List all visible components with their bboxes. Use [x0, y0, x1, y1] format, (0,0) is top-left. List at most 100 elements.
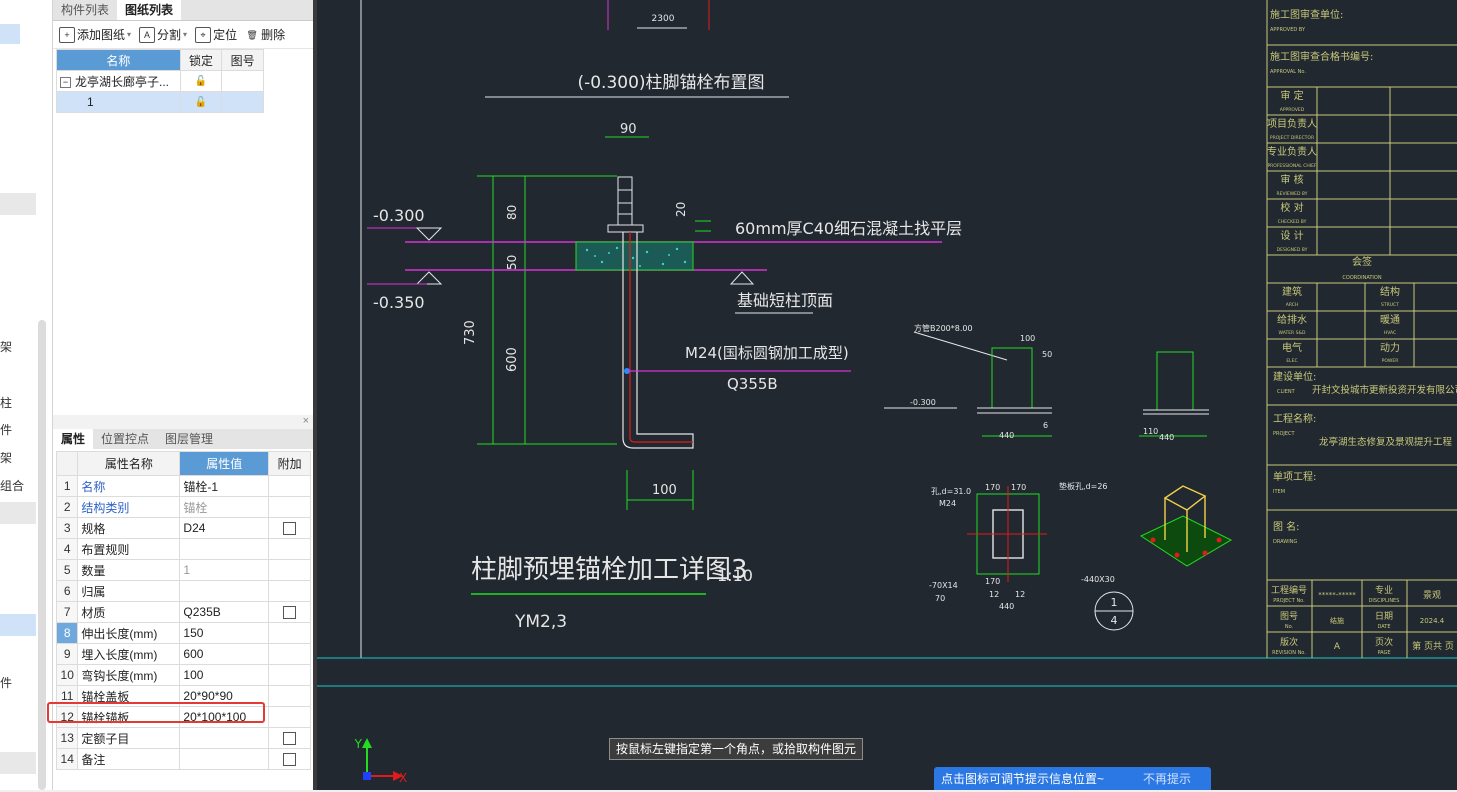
- row-index: 9: [55, 643, 79, 665]
- property-value[interactable]: Q235B: [179, 601, 270, 623]
- plate-label: -440X30: [1081, 575, 1115, 584]
- strip-row-a[interactable]: [0, 502, 36, 524]
- tb-project-label: 工程名称:: [1273, 412, 1316, 425]
- attach-checkbox[interactable]: [283, 522, 297, 536]
- add-drawing-button[interactable]: + 添加图纸 ▾: [57, 26, 133, 43]
- property-value[interactable]: [179, 748, 270, 770]
- chevron-down-icon[interactable]: ▾: [127, 30, 132, 39]
- elev-triangle: [415, 271, 443, 285]
- tb-signoff-en: DESIGNED BY: [1277, 247, 1308, 253]
- property-value[interactable]: 锚栓-1: [179, 475, 270, 497]
- unlock-icon[interactable]: 🔓: [179, 91, 223, 113]
- split-label: 分割: [157, 28, 182, 42]
- delete-button[interactable]: 🗑 删除: [243, 26, 287, 43]
- cad-canvas[interactable]: 2300 (-0.300)柱脚锚栓布置图 90 80 50 730 600 -0…: [317, 0, 1457, 790]
- detail-scale: 1:10: [717, 566, 753, 585]
- col-prop-value[interactable]: 属性值: [179, 451, 270, 476]
- property-value[interactable]: 150: [179, 622, 270, 644]
- small-dim: 440: [1159, 433, 1174, 442]
- trash-icon: 🗑: [246, 29, 258, 40]
- table-row[interactable]: −龙亭湖长廊亭子... 🔓: [56, 70, 264, 92]
- unlock-icon[interactable]: 🔓: [179, 70, 223, 92]
- property-value[interactable]: 1: [179, 559, 270, 581]
- locate-icon: ⌖: [195, 26, 212, 43]
- collapse-icon[interactable]: −: [60, 76, 71, 88]
- plan-title: (-0.300)柱脚锚栓布置图: [577, 73, 764, 93]
- property-name: 归属: [77, 580, 181, 602]
- row-index: 2: [55, 496, 79, 518]
- strip-row-b[interactable]: [0, 614, 36, 636]
- tb-approval-en: APPROVAL No.: [1270, 69, 1306, 75]
- small-dim: 110: [1143, 427, 1158, 436]
- tb-client-label: 建设单位:: [1273, 370, 1316, 383]
- property-name: 数量: [77, 559, 181, 581]
- close-icon[interactable]: ×: [302, 415, 309, 427]
- drawing-toolbar: + 添加图纸 ▾ A 分割 ▾ ⌖ 定位 🗑 删除: [53, 21, 313, 49]
- tab-component-list[interactable]: 构件列表: [61, 3, 110, 17]
- attach-checkbox[interactable]: [283, 732, 297, 746]
- cover-plate: [607, 224, 644, 233]
- hint-notice-bar[interactable]: 点击图标可调节提示信息位置~ 不再提示: [934, 767, 1211, 790]
- col-name[interactable]: 名称: [56, 49, 181, 71]
- strip-scrollbar[interactable]: [38, 320, 46, 790]
- small-dim: 170: [985, 483, 1000, 492]
- property-value[interactable]: [179, 538, 270, 560]
- dont-show-again-button[interactable]: 不再提示: [1143, 772, 1192, 786]
- notice-text[interactable]: 点击图标可调节提示信息位置~: [941, 772, 1105, 786]
- strip-selected-row[interactable]: [0, 193, 36, 215]
- tb-signoff-en: REVIEWED BY: [1277, 191, 1308, 197]
- property-value[interactable]: [179, 580, 270, 602]
- strip-list-icon[interactable]: [0, 24, 20, 44]
- dim-50-text: 50: [505, 255, 519, 270]
- tab-layer-management[interactable]: 图层管理: [165, 432, 214, 446]
- tb-discipline-label: 专业: [1375, 584, 1393, 596]
- property-value[interactable]: 20*90*90: [179, 685, 270, 707]
- attach-checkbox[interactable]: [283, 606, 297, 620]
- col-prop-name[interactable]: 属性名称: [77, 451, 181, 476]
- strip-row-c[interactable]: [0, 752, 36, 774]
- split-button[interactable]: A 分割 ▾: [137, 26, 189, 43]
- elev-triangle: [729, 271, 755, 285]
- property-value[interactable]: [179, 727, 270, 749]
- col-lock[interactable]: 锁定: [179, 49, 223, 71]
- property-name: 名称: [77, 475, 181, 497]
- tb-discipline-en: DISCIPLINES: [1369, 598, 1400, 604]
- elev-top-label: -0.300: [373, 206, 425, 225]
- attach-checkbox[interactable]: [283, 753, 297, 767]
- tb-signoff-label: 审 核: [1280, 173, 1303, 186]
- property-name: 定额子目: [77, 727, 181, 749]
- locate-button[interactable]: ⌖ 定位: [193, 26, 239, 43]
- property-value[interactable]: 600: [179, 643, 270, 665]
- chevron-down-icon[interactable]: ▾: [183, 30, 188, 39]
- tab-position-points[interactable]: 位置控点: [101, 432, 150, 446]
- small-dim: 440: [999, 431, 1014, 440]
- property-value[interactable]: D24: [179, 517, 270, 539]
- panel-splitter[interactable]: [313, 0, 317, 790]
- tab-properties[interactable]: 属性: [53, 429, 94, 449]
- col-figure-no[interactable]: 图号: [221, 49, 264, 71]
- tab-drawing-list[interactable]: 图纸列表: [117, 0, 182, 20]
- table-row[interactable]: 1 🔓: [56, 91, 264, 113]
- washer-label: 垫板孔,d=26: [1059, 481, 1108, 491]
- tb-signoff-label: 专业负责人: [1267, 145, 1317, 158]
- attach-cell: [268, 664, 311, 686]
- property-value[interactable]: 100: [179, 664, 270, 686]
- tb-date-label: 日期: [1375, 611, 1393, 622]
- tb-cosign-right-en: POWER: [1382, 358, 1399, 364]
- col-attach[interactable]: 附加: [268, 451, 311, 476]
- tree-node-project[interactable]: −龙亭湖长廊亭子...: [56, 70, 181, 92]
- tb-cosign-left: 电气: [1282, 341, 1302, 354]
- property-value[interactable]: 锚栓: [179, 496, 270, 518]
